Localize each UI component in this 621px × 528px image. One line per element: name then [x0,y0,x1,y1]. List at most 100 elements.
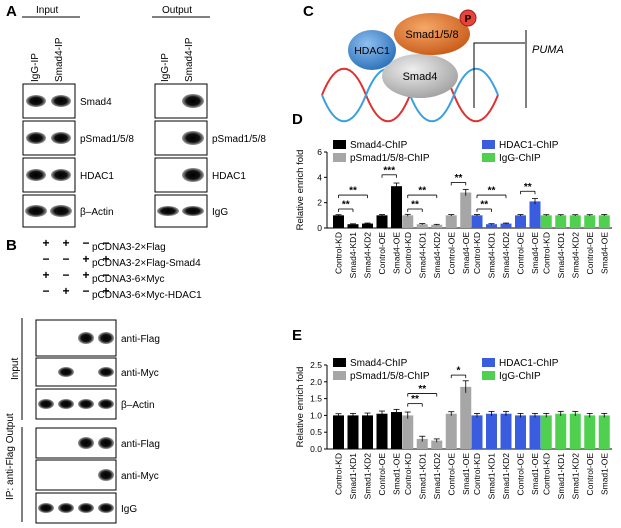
band [157,206,179,216]
bar [569,215,581,228]
b-row-anti-myc: anti-Myc [121,368,159,379]
x-tick-label: Smad4-OE [392,232,402,274]
band [26,169,46,181]
plasmid-sign: + [82,268,89,282]
x-tick-label: Smad1-KD1 [417,453,427,500]
lane-label-smad4-output: Smad4-IP [184,37,195,82]
bar [500,223,512,228]
x-tick-label: Control-OE [516,232,526,275]
legend-swatch [333,358,346,367]
x-tick-label: Smad1-OE [392,453,402,495]
y-axis-title: Relative enrich fold [295,367,306,448]
plasmid-4: pCDNA3-6×Myc-HDAC1 [92,290,202,301]
sig-label: ** [488,186,496,197]
bar [402,215,414,228]
x-tick-label: Smad4-KD2 [570,232,580,279]
band [26,95,46,107]
plasmid-sign: + [42,268,49,282]
band [58,503,74,513]
b-out-igg: IgG [121,504,137,515]
x-tick-label: Control-KD [334,453,344,495]
x-tick-label: Control-OE [377,453,387,496]
x-tick-label: Control-KD [403,453,413,495]
panel-c: C PUMA Smad4 HDAC1 Smad1/5/8 P [303,3,564,123]
bar [460,192,472,228]
input-header: Input [36,5,58,16]
bar [486,224,497,228]
plasmid-sign: + [62,284,69,298]
bar [347,415,359,449]
sig-label: ** [418,384,426,395]
band [182,131,204,145]
smad4-protein-label: Smad4 [403,71,438,83]
x-tick-label: Control-KD [472,453,482,495]
panel-b-letter: B [6,237,17,254]
b-out-anti-flag: anti-Flag [121,439,160,450]
plasmid-sign: − [62,252,69,266]
y-tick-label: 0 [317,223,322,233]
bar [333,415,344,449]
bar [391,186,402,228]
plasmid-sign: − [42,252,49,266]
bar [540,415,552,449]
band [98,367,114,377]
sig-label: ** [349,186,357,197]
x-tick-label: Smad1-KD2 [501,453,511,500]
x-tick-label: Control-KD [472,232,482,274]
panel-c-letter: C [303,3,314,20]
band [182,206,204,216]
panel-a: A Input Output IgG-IP Smad4-IP IgG-IP Sm… [6,3,266,228]
row-label-hdac1: HDAC1 [80,171,114,182]
x-tick-label: Smad1-OE [461,453,471,495]
y-tick-label: 1.0 [310,410,322,420]
smad158-protein [394,13,470,55]
b-row-actin: β–Actin [121,400,155,411]
x-tick-label: Control-OE [585,232,595,275]
legend-label: HDAC1-ChIP [499,140,559,151]
band [98,399,114,409]
bar [471,415,483,449]
band [58,399,74,409]
x-tick-label: Control-KD [403,232,413,274]
x-tick-label: Control-OE [585,453,595,496]
plasmid-sign: + [62,236,69,250]
band [182,94,204,108]
plasmid-sign: + [82,252,89,266]
x-tick-label: Smad4-KD2 [363,232,373,279]
x-tick-label: Smad4-KD2 [501,232,511,279]
bar [471,215,483,228]
x-tick-label: Smad1-KD2 [570,453,580,500]
legend-swatch [482,371,495,380]
y-tick-label: 2.0 [310,377,322,387]
bar [555,215,567,228]
y-tick-label: 0.0 [310,444,322,454]
bar [584,415,596,449]
band [98,332,114,344]
x-tick-label: Control-OE [377,232,387,275]
legend-label: pSmad1/5/8-ChIP [350,371,430,382]
plasmid-sign: − [102,268,109,282]
bar [391,412,402,449]
bar [431,224,443,228]
legend-swatch [482,358,495,367]
y-tick-label: 0.5 [310,427,322,437]
bar [555,413,567,449]
sig-label: *** [383,165,395,176]
b-row-anti-flag: anti-Flag [121,334,160,345]
x-tick-label: Smad4-OE [530,232,540,274]
x-tick-label: Smad4-OE [461,232,471,274]
bar [598,415,610,449]
legend-swatch [482,140,495,149]
row-label-psmad158: pSmad1/5/8 [80,134,134,145]
legend-label: Smad4-ChIP [350,358,408,369]
sig-label: ** [418,186,426,197]
band [38,399,54,409]
band [78,437,94,449]
x-tick-label: Control-KD [334,232,344,274]
legend-label: IgG-ChIP [499,153,541,164]
bar [362,223,373,228]
bar [540,215,552,228]
bar [445,215,457,228]
plasmid-sign: + [42,236,49,250]
